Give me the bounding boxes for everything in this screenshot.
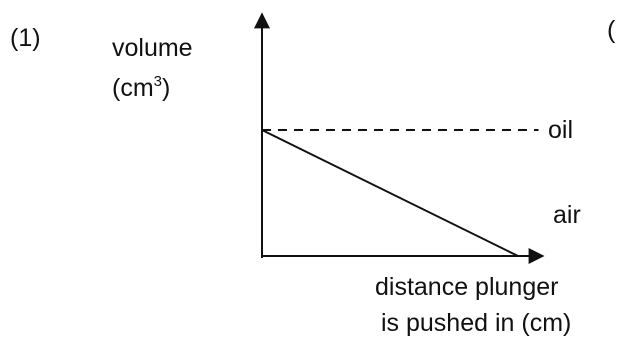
series-label-oil: oil — [548, 116, 573, 144]
edge-glyph: ( — [607, 16, 616, 44]
series-label-air: air — [553, 201, 581, 229]
series-line-air — [261, 129, 519, 257]
question-number: (1) — [10, 24, 41, 52]
y-axis-label-line1: volume — [112, 34, 193, 62]
series-layer: oil air — [261, 116, 581, 257]
y-axis-label-unit: (cm3) — [112, 73, 170, 102]
x-axis-label-line1: distance plunger — [375, 273, 558, 301]
x-axis-label-line2: is pushed in (cm) — [381, 309, 571, 337]
